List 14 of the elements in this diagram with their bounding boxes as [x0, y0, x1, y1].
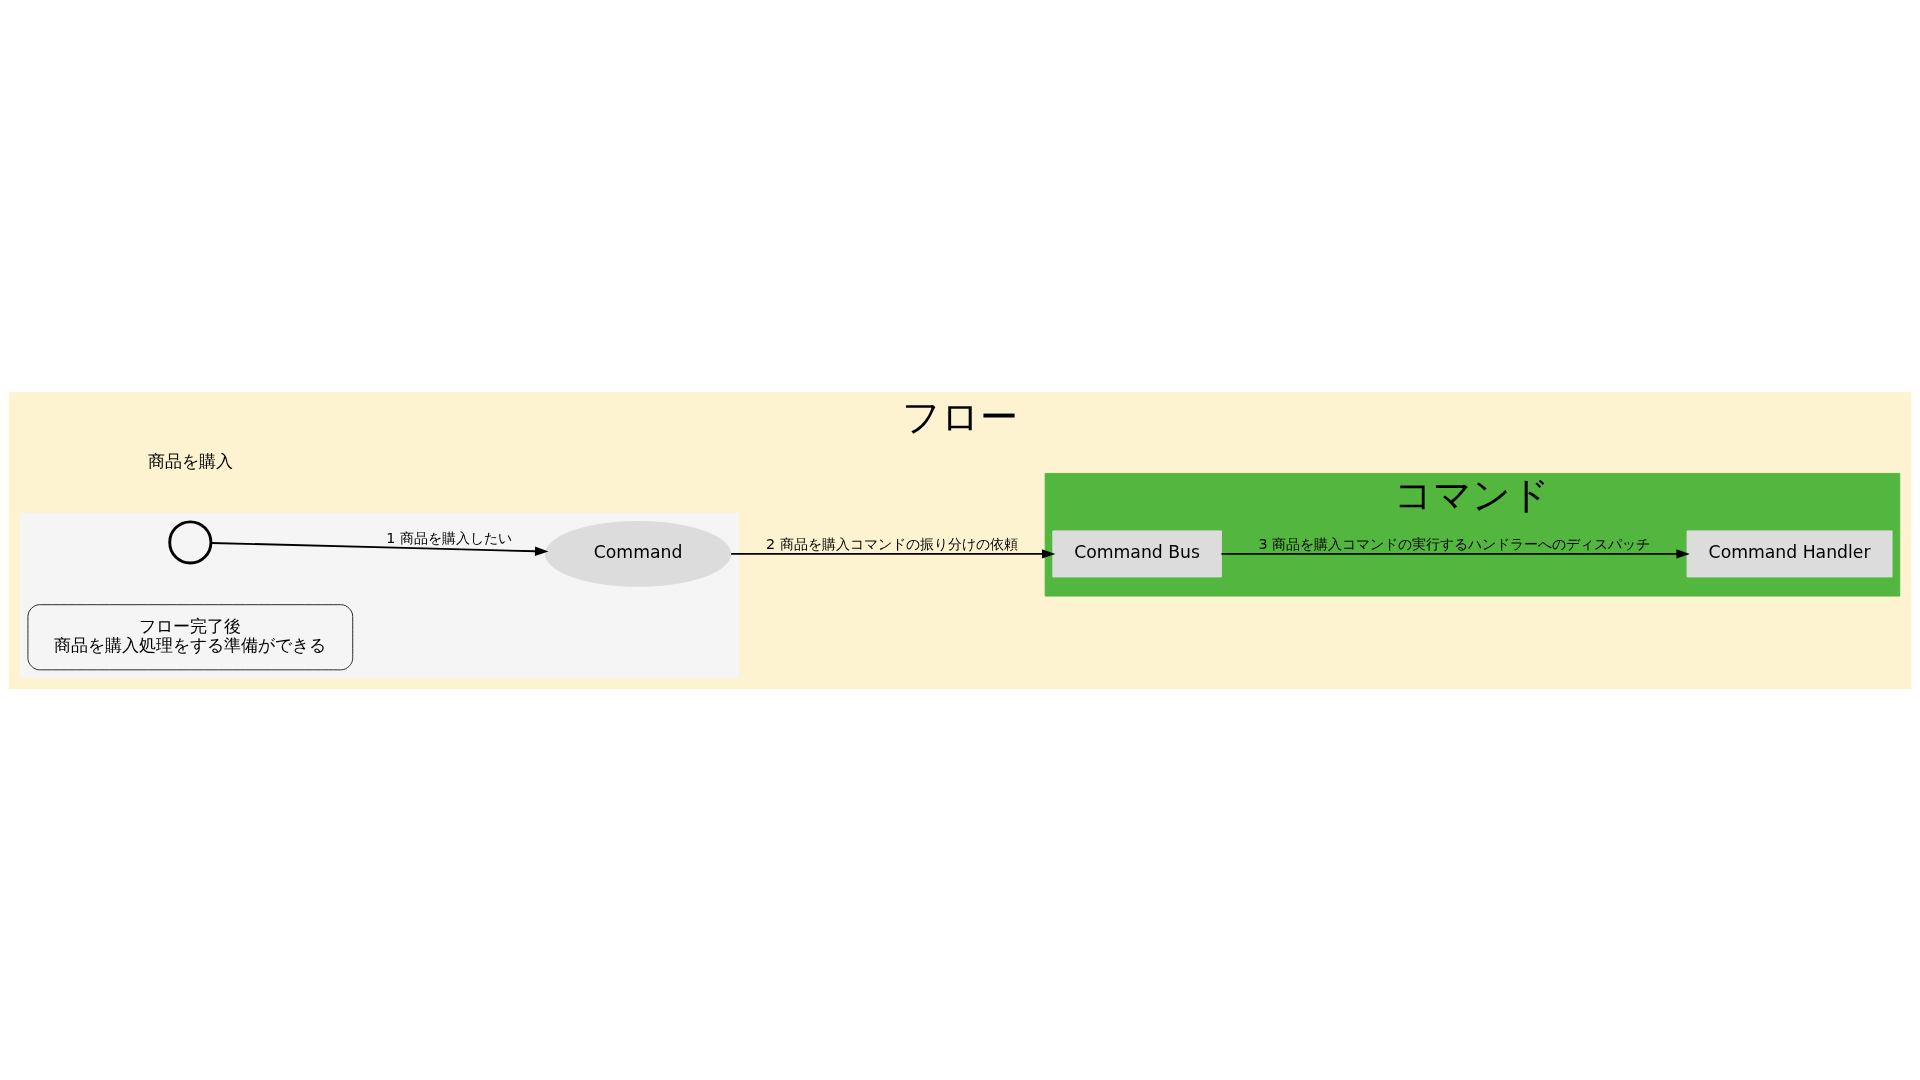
arrow [730, 548, 1056, 559]
arrow [210, 541, 549, 556]
cluster [19, 512, 740, 678]
edge-label: 2 商品を購入コマンドの振り分けの依頼 [766, 535, 1018, 552]
edge-label: 1 商品を購入したい [386, 529, 512, 546]
label: 商品を購入 [147, 450, 233, 471]
node-box: Command Bus [1052, 529, 1222, 577]
node-person [168, 519, 213, 564]
node-box: フロー完了後 商品を購入処理をする準備ができる [27, 603, 354, 670]
node-box: Command Handler [1686, 529, 1893, 577]
edge-label: 3 商品を購入コマンドの実行するハンドラーへのディスパッチ [1258, 535, 1651, 552]
node-ellipse: Command [544, 520, 732, 587]
arrow [1220, 548, 1690, 559]
diagram-title: フロー [902, 393, 1018, 439]
